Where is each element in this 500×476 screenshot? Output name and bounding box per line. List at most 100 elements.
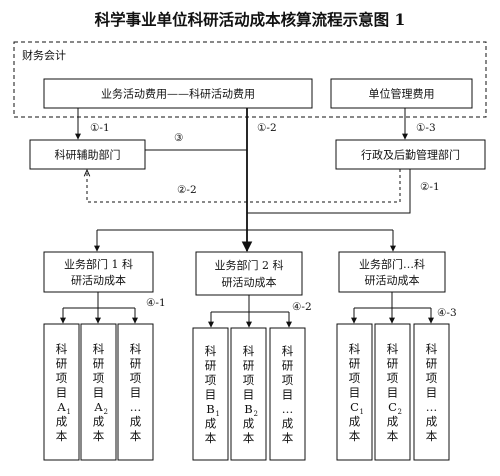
project-char: … — [282, 402, 294, 416]
project-char: 本 — [205, 431, 217, 445]
dept-2-line2: 研活动成本 — [222, 275, 277, 289]
project-char: 本 — [426, 429, 438, 443]
label-2-2: ②-2 — [177, 184, 197, 196]
admin-logistics-dept-box — [335, 139, 486, 170]
project-char: 科 — [282, 344, 294, 358]
label-1-3: ①-3 — [416, 122, 436, 134]
project-char: C — [388, 400, 397, 414]
finance-accounting-label: 财务会计 — [22, 48, 66, 62]
project-char: … — [130, 400, 142, 414]
project-char: 项 — [282, 373, 294, 387]
project-char: 本 — [282, 431, 294, 445]
label-1-2: ①-2 — [257, 122, 277, 134]
project-char: 项 — [205, 373, 217, 387]
label-3: ③ — [174, 132, 184, 144]
project-char: 成 — [426, 414, 438, 428]
project-char: 目 — [243, 387, 255, 401]
dept-box-1: 业务部门 1 科 研活动成本 — [43, 251, 154, 293]
project-subscript: 1 — [216, 410, 220, 418]
research-aux-dept-box — [29, 139, 146, 170]
project-char: 成 — [56, 414, 68, 428]
project-char: 研 — [205, 358, 217, 372]
label-1-1: ①-1 — [90, 122, 110, 134]
project-char: 本 — [130, 429, 142, 443]
project-char: 本 — [93, 429, 105, 443]
project-char: 科 — [243, 344, 255, 358]
project-subscript: 2 — [254, 410, 258, 418]
project-char: C — [350, 400, 359, 414]
dept-2-line1: 业务部门 2 科 — [215, 258, 284, 272]
project-char: 目 — [426, 385, 438, 399]
project-subscript: 2 — [104, 408, 108, 416]
project-char: 目 — [130, 385, 142, 399]
diagram-title: 科学事业单位科研活动成本核算流程示意图 1 — [95, 10, 406, 29]
dept-1-line2: 研活动成本 — [71, 273, 126, 287]
project-char: 研 — [426, 356, 438, 370]
project-char: 科 — [130, 342, 142, 356]
project-char: 科 — [349, 342, 361, 356]
project-char: 目 — [282, 387, 294, 401]
project-char: 研 — [282, 358, 294, 372]
label-4-2: ④-2 — [292, 301, 312, 313]
project-char: 目 — [349, 385, 361, 399]
project-char: B — [206, 402, 214, 416]
dept-box-2: 业务部门 2 科 研活动成本 — [195, 251, 303, 296]
dept-3-line2: 研活动成本 — [365, 273, 420, 287]
project-char: 目 — [93, 385, 105, 399]
project-char: 成 — [243, 416, 255, 430]
project-char: 项 — [130, 371, 142, 385]
project-char: A — [93, 400, 103, 414]
project-char: 研 — [243, 358, 255, 372]
dept-box-3: 业务部门…科 研活动成本 — [338, 251, 446, 293]
project-char: 科 — [56, 342, 68, 356]
arrow-2-1 — [247, 169, 411, 214]
project-char: B — [244, 402, 252, 416]
project-subscript: 1 — [67, 408, 71, 416]
project-char: 本 — [349, 429, 361, 443]
project-char: 项 — [387, 371, 399, 385]
project-char: 科 — [387, 342, 399, 356]
project-char: 研 — [130, 356, 142, 370]
dept-1-line1: 业务部门 1 科 — [64, 257, 133, 271]
project-char: A — [56, 400, 66, 414]
research-aux-dept-label: 科研辅助部门 — [55, 148, 121, 162]
project-char: 本 — [56, 429, 68, 443]
project-char: 成 — [387, 414, 399, 428]
project-char: 本 — [243, 431, 255, 445]
project-char: 项 — [349, 371, 361, 385]
admin-expense-box — [330, 78, 473, 109]
project-char: 目 — [387, 385, 399, 399]
label-4-3: ④-3 — [437, 307, 457, 319]
label-2-1: ②-1 — [420, 181, 440, 193]
project-char: 科 — [426, 342, 438, 356]
project-char: 科 — [205, 344, 217, 358]
project-char: 成 — [205, 416, 217, 430]
project-char: 成 — [349, 414, 361, 428]
business-expense-label: 业务活动费用——科研活动费用 — [101, 87, 255, 101]
project-char: 项 — [56, 371, 68, 385]
project-char: 本 — [387, 429, 399, 443]
admin-expense-label: 单位管理费用 — [369, 87, 435, 101]
project-char: 项 — [243, 373, 255, 387]
project-char: 项 — [426, 371, 438, 385]
project-char: 项 — [93, 371, 105, 385]
project-char: 研 — [349, 356, 361, 370]
label-4-1: ④-1 — [146, 297, 166, 309]
project-char: 目 — [205, 387, 217, 401]
project-char: 成 — [93, 414, 105, 428]
dept-3-line1: 业务部门…科 — [359, 257, 425, 271]
admin-logistics-dept-label: 行政及后勤管理部门 — [361, 148, 460, 162]
project-subscript: 1 — [360, 408, 364, 416]
project-subscript: 2 — [398, 408, 402, 416]
project-char: 研 — [387, 356, 399, 370]
project-char: 科 — [93, 342, 105, 356]
